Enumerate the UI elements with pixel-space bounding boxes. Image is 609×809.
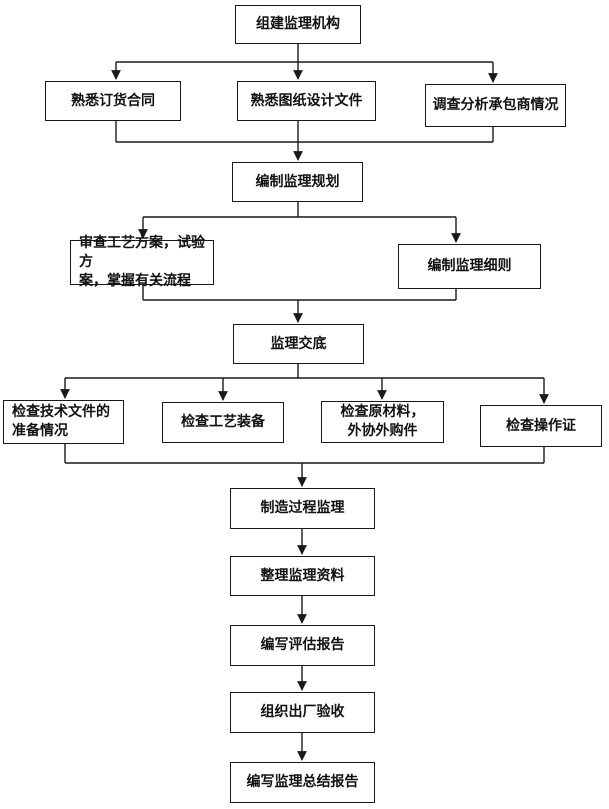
node-briefing: 监理交底 — [233, 324, 364, 364]
node-label: 编制监理细则 — [427, 258, 512, 274]
node-label: 检查技术文件的 准备情况 — [12, 404, 110, 439]
node-organize-data: 整理监理资料 — [230, 556, 375, 596]
node-label: 监理交底 — [270, 335, 327, 352]
node-manufacturing-supervision: 制造过程监理 — [230, 488, 375, 529]
node-write-summary: 编写监理总结报告 — [230, 762, 375, 803]
node-label: 检查工艺装备 — [181, 414, 265, 430]
node-label: 编写评估报告 — [260, 637, 345, 653]
node-label: 编制监理规划 — [255, 173, 340, 190]
node-check-tech-docs: 检查技术文件的 准备情况 — [3, 400, 124, 444]
node-label: 组建监理机构 — [256, 16, 340, 32]
node-check-certificates: 检查操作证 — [480, 405, 602, 447]
node-label: 编写监理总结报告 — [246, 774, 359, 790]
node-label: 制造过程监理 — [260, 500, 345, 516]
node-label: 组织出厂验收 — [260, 704, 345, 720]
node-prepare-rules: 编制监理细则 — [398, 244, 541, 289]
node-prepare-plan: 编制监理规划 — [232, 162, 363, 202]
node-factory-acceptance: 组织出厂验收 — [230, 692, 375, 733]
node-familiar-drawings: 熟悉图纸设计文件 — [237, 81, 376, 121]
node-label: 熟悉图纸设计文件 — [250, 92, 363, 109]
node-label: 检查原材料， 外协外购件 — [340, 404, 425, 439]
node-write-assessment: 编写评估报告 — [230, 625, 375, 666]
node-label: 调查分析承包商情况 — [432, 97, 559, 113]
node-survey-contractor: 调查分析承包商情况 — [425, 84, 566, 127]
node-label: 审查工艺方案，试验方 案，掌握有关流程 — [79, 235, 205, 289]
node-label: 熟悉订货合同 — [71, 92, 155, 109]
node-check-equipment: 检查工艺装备 — [162, 402, 284, 443]
node-review-process: 审查工艺方案，试验方 案，掌握有关流程 — [70, 235, 214, 289]
node-label: 整理监理资料 — [260, 567, 345, 584]
node-label: 检查操作证 — [506, 417, 576, 434]
node-form-org: 组建监理机构 — [235, 5, 361, 44]
node-familiar-contract: 熟悉订货合同 — [45, 81, 181, 121]
node-check-materials: 检查原材料， 外协外购件 — [321, 401, 444, 443]
